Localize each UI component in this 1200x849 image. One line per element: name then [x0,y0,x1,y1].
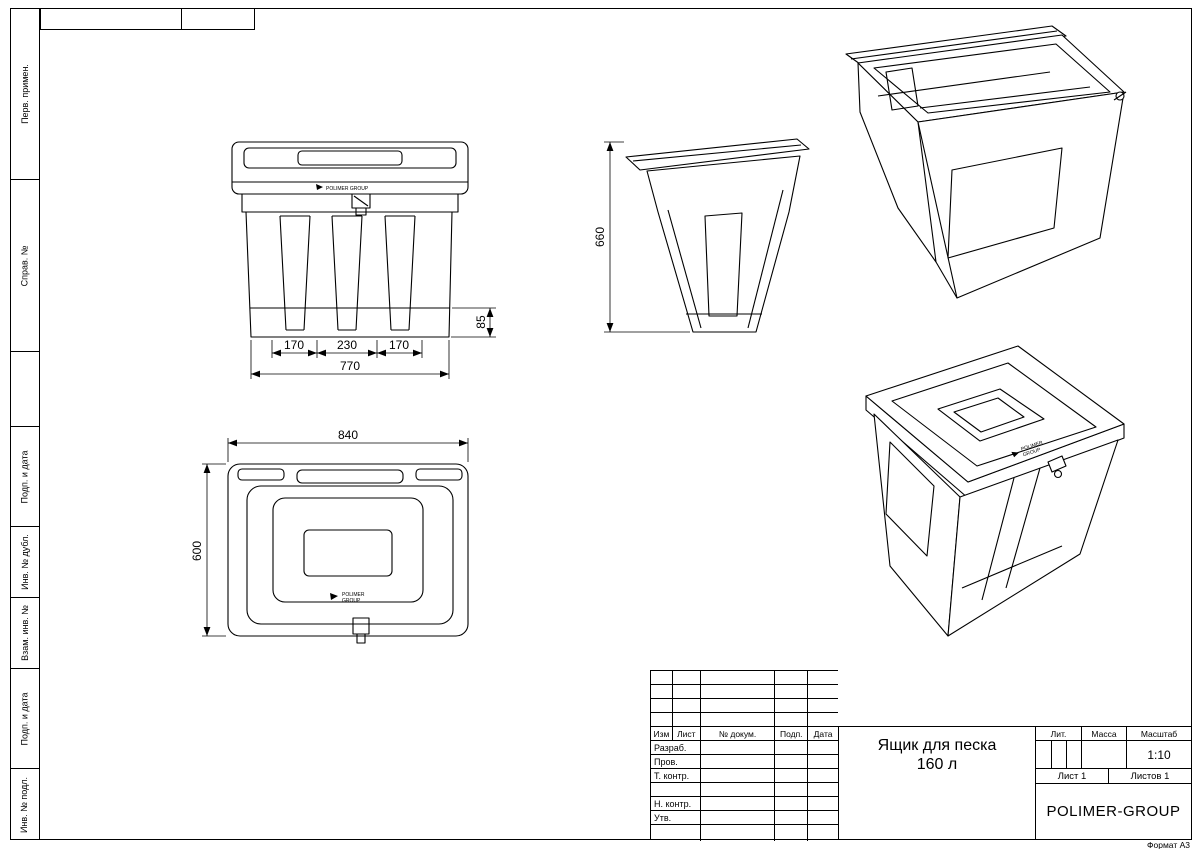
revision-row [651,671,839,685]
scale-value: 1:10 [1147,747,1171,762]
sheet-number: Лист 1 [1036,769,1109,783]
dim-front-foot: 85 [474,315,488,329]
role-row-blank [651,783,838,797]
iso-open-inner-column [885,67,919,111]
top-lid-panel [246,485,454,625]
strip-cell-blank [10,352,39,427]
side-lid [625,138,810,171]
iso-open-front-wall [917,91,1125,299]
front-lid-logo: POLIMER GROUP [326,186,369,192]
strip-cell-inv-dubl: Инв. № дубл. [10,527,39,598]
role-utv: Утв. [651,811,701,825]
dim-front-total: 770 [340,359,360,373]
dim-top-width: 840 [338,428,358,442]
role-row-prov: Пров. [651,755,838,769]
sheet-total: Листов 1 [1130,770,1170,782]
side-dimensions: 660 [593,141,690,333]
strip-cell-sprav-no: Справ. № [10,180,39,352]
format-label: Формат А3 [1147,840,1190,849]
col-izm: Изм [651,727,673,741]
mass-value [1082,741,1127,768]
top-handle [296,469,404,484]
document-title-line1: Ящик для песка [877,737,997,754]
strip-cell-vzam-inv: Взам. инв. № [10,598,39,669]
role-row-bottom-blank [651,825,838,841]
left-label-strip: Перв. примен. Справ. № Подп. и дата Инв.… [10,8,40,840]
col-podp: Подп. [775,727,809,741]
role-row-tkontr: Т. контр. [651,769,838,783]
revision-row [651,699,839,713]
role-prov: Пров. [651,755,701,769]
iso-closed-ribs [961,467,1063,601]
strip-cell-perv-primen: Перв. примен. [10,8,39,180]
revision-row [651,685,839,699]
lit-label: Лит. [1036,727,1082,740]
top-logo-line1: POLIMER [342,592,365,598]
logo-icon [316,184,323,190]
side-body [646,155,801,333]
sheet-frame [10,8,1192,840]
front-view: POLIMER GROUP [231,141,469,338]
title-block-right: Ящик для песка 160 л Лит. Масса Масштаб … [838,726,1192,840]
iso-closed-lid-top [865,345,1125,483]
top-logo-line2: GROUP [342,598,361,604]
iso-closed-view: POLIMER GROUP [865,345,1125,637]
top-view: POLIMER GROUP [227,463,469,644]
scale-label: Масштаб [1140,728,1178,739]
iso-open-view [845,25,1127,299]
col-data: Дата [808,727,839,741]
role-nkontr: Н. контр. [651,797,701,811]
iso-open-inner-rim [873,43,1111,114]
title-block-left: Изм Лист № докум. Подп. Дата Разраб. Про… [650,670,839,841]
col-list: Лист [672,727,701,741]
front-lid-recess [243,147,457,169]
lit-mass-scale-header: Лит. Масса Масштаб [1036,727,1191,741]
dim-top-depth: 600 [190,541,204,561]
strip-cell-podp-data-1: Подп. и дата [10,427,39,527]
col-doc: № докум. [700,727,776,741]
mass-label: Масса [1082,727,1127,740]
iso-closed-body-right [947,439,1119,637]
dim-side-height: 660 [593,227,607,247]
role-tkontr: Т. контр. [651,769,701,783]
title-block-right-column: Лит. Масса Масштаб 1:10 Лист 1 Листов 1 … [1036,727,1191,839]
side-body-panel [704,212,743,317]
side-view [625,138,810,333]
company-name: POLIMER-GROUP [1046,803,1181,820]
strip-cell-podp-data-2: Подп. и дата [10,669,39,769]
role-razrab: Разраб. [651,741,701,755]
front-dimensions: 170 230 170 770 85 [250,307,496,379]
dim-front-seg2: 230 [337,338,357,352]
top-outline [227,463,469,637]
dim-front-seg3: 170 [389,338,409,352]
logo-icon [1011,451,1019,458]
svg-text:GROUP: GROUP [1022,447,1042,459]
logo-icon [330,593,338,600]
dim-front-seg1: 170 [284,338,304,352]
document-title-line2: 160 л [916,756,958,774]
iso-closed-latch [1047,455,1067,473]
front-lid-handle [297,150,403,166]
top-left-table [40,8,255,30]
front-body [241,193,459,338]
role-row-utv: Утв. [651,811,838,825]
sheet-count-row: Лист 1 Листов 1 [1036,769,1191,784]
revision-row [651,713,839,727]
top-left-table-divider [181,9,182,29]
role-row-razrab: Разраб. [651,741,838,755]
top-latch [352,617,370,635]
header-row: Изм Лист № докум. Подп. Дата [651,727,839,741]
front-body-channels [279,215,416,331]
top-dimensions: 840 600 [190,428,469,637]
iso-closed-handle [937,388,1045,442]
iso-open-front-recess [947,147,1063,259]
document-title: Ящик для песка 160 л [839,727,1036,839]
lit-mass-scale-values: 1:10 [1036,741,1191,769]
iso-open-left-wall [857,62,937,263]
role-row-nkontr: Н. контр. [651,797,838,811]
